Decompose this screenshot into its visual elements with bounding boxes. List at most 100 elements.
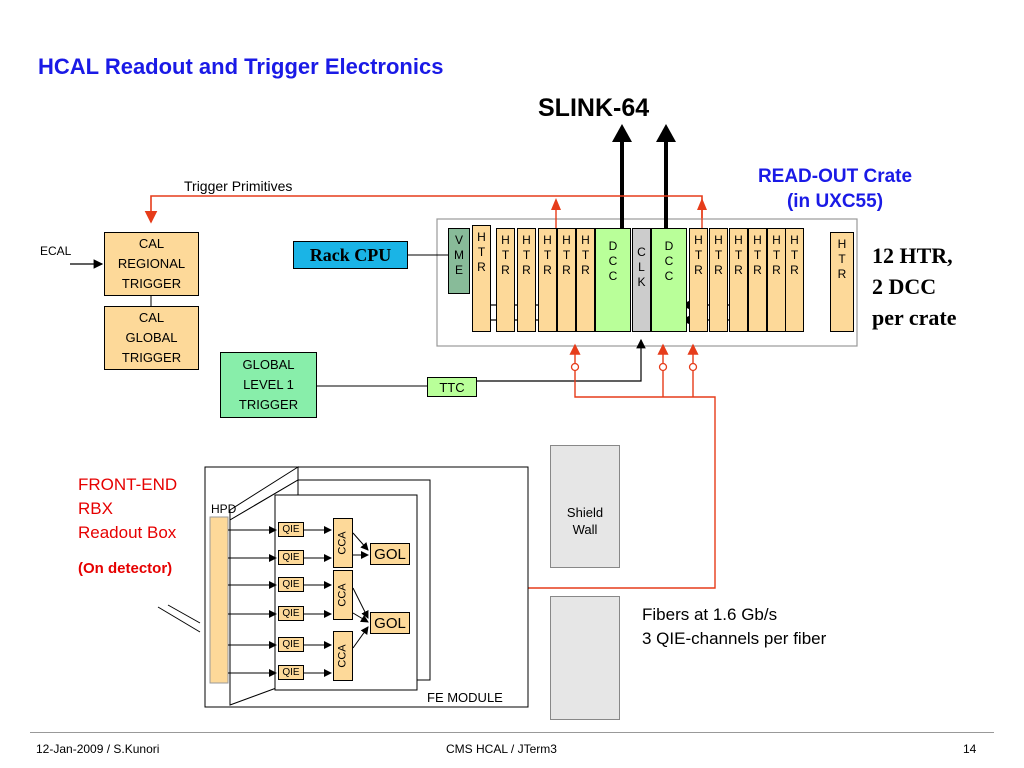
dcc-letter: D: [608, 239, 618, 253]
htr-letter: R: [837, 267, 847, 281]
htr-letter: H: [772, 233, 781, 247]
trigger-primitives-label: Trigger Primitives: [184, 178, 293, 194]
htr-letter: H: [734, 233, 743, 247]
cca-text: CCA: [337, 644, 350, 668]
htr-letter: H: [501, 233, 510, 247]
htr-letter: H: [694, 233, 703, 247]
htr-letter: R: [522, 263, 531, 277]
clk-letter: K: [637, 275, 646, 289]
htr-letter: T: [581, 248, 590, 262]
clk-letter: L: [638, 260, 645, 274]
global-level1-trigger: GLOBAL LEVEL 1 TRIGGER: [220, 352, 317, 418]
dcc-letter: C: [664, 269, 674, 283]
ttc-box: TTC: [427, 377, 477, 397]
vme-letter: M: [454, 248, 464, 262]
cca-text: CCA: [337, 583, 350, 607]
global-l1-line1: GLOBAL: [242, 357, 295, 372]
cal-regional-line3: TRIGGER: [121, 276, 182, 291]
cca-text: CCA: [337, 531, 350, 555]
qie-chip: QIE: [278, 550, 304, 565]
hpd-label: HPD: [211, 502, 237, 516]
page-title: HCAL Readout and Trigger Electronics: [38, 54, 444, 79]
qie-chip: QIE: [278, 637, 304, 652]
shield-line1: Shield: [566, 505, 604, 520]
front-end-line2: RBX: [78, 499, 113, 518]
htr-letter: H: [753, 233, 762, 247]
on-detector-label: (On detector): [78, 560, 173, 577]
cca-chip: CCA: [333, 570, 353, 620]
footer-divider: [30, 732, 994, 733]
htr-letter: R: [477, 260, 486, 274]
htr-letter: T: [734, 248, 743, 262]
global-l1-line2: LEVEL 1: [243, 377, 294, 392]
readout-crate-line2: (in UXC55): [786, 191, 884, 212]
crate-summary-line1: 12 HTR,: [872, 243, 953, 268]
htr-letter: T: [838, 252, 846, 266]
crate-summary-line3: per crate: [872, 305, 957, 330]
global-l1-line3: TRIGGER: [238, 397, 299, 412]
front-end-line1: FRONT-END: [78, 475, 178, 494]
ecal-label: ECAL: [40, 244, 72, 258]
qie-chip: QIE: [278, 606, 304, 621]
htr-letter: T: [714, 248, 723, 262]
htr-letter: H: [714, 233, 723, 247]
htr-letter: T: [772, 248, 781, 262]
shield-line2: Wall: [572, 522, 598, 537]
htr-letter: H: [790, 233, 799, 247]
cal-global-line1: CAL: [138, 310, 165, 325]
htr-letter: R: [501, 263, 510, 277]
front-end-label: FRONT-END RBX Readout Box: [78, 473, 177, 545]
htr-letter: T: [790, 248, 799, 262]
crate-summary: 12 HTR, 2 DCC per crate: [872, 240, 957, 333]
fibers-label: Fibers at 1.6 Gb/s 3 QIE-channels per fi…: [642, 603, 826, 651]
dcc-letter: C: [608, 254, 618, 268]
cal-global-trigger: CAL GLOBAL TRIGGER: [104, 306, 199, 370]
htr-letter: H: [522, 233, 531, 247]
htr-letter: H: [581, 233, 590, 247]
htr-letter: T: [694, 248, 703, 262]
readout-crate-label: READ-OUT Crate (in UXC55): [720, 164, 950, 214]
htr-letter: R: [772, 263, 781, 277]
dcc-letter: C: [608, 269, 618, 283]
vme-letter: V: [454, 233, 463, 247]
crate-summary-line2: 2 DCC: [872, 274, 937, 299]
qie-chip: QIE: [278, 665, 304, 680]
htr-letter: R: [753, 263, 762, 277]
htr-letter: T: [501, 248, 510, 262]
cal-regional-line1: CAL: [138, 236, 165, 251]
htr-letter: H: [837, 237, 847, 251]
shield-wall-upper: Shield Wall: [550, 445, 620, 568]
htr-letter: R: [562, 263, 571, 277]
htr-letter: H: [477, 230, 486, 244]
shield-wall-lower: [550, 596, 620, 720]
fibers-line1: Fibers at 1.6 Gb/s: [642, 605, 778, 624]
cca-chip: CCA: [333, 631, 353, 681]
cal-global-line3: TRIGGER: [121, 350, 182, 365]
htr-letter: R: [790, 263, 799, 277]
cal-regional-trigger: CAL REGIONAL TRIGGER: [104, 232, 199, 296]
clk-letter: C: [637, 245, 646, 259]
cal-global-line2: GLOBAL: [125, 330, 178, 345]
dcc-letter: D: [664, 239, 674, 253]
htr-letter: R: [581, 263, 590, 277]
footer-left: 12-Jan-2009 / S.Kunori: [36, 742, 160, 756]
footer-center: CMS HCAL / JTerm3: [446, 742, 557, 756]
qie-chip: QIE: [278, 577, 304, 592]
gol-chip: GOL: [370, 612, 410, 634]
footer-page-number: 14: [963, 742, 977, 756]
slink-label: SLINK-64: [538, 94, 650, 122]
fe-module-label: FE MODULE: [427, 690, 503, 705]
vme-letter: E: [454, 263, 463, 277]
htr-letter: T: [477, 245, 486, 259]
rack-cpu: Rack CPU: [293, 241, 408, 269]
dcc-letter: C: [664, 254, 674, 268]
readout-crate-line1: READ-OUT Crate: [757, 166, 913, 187]
